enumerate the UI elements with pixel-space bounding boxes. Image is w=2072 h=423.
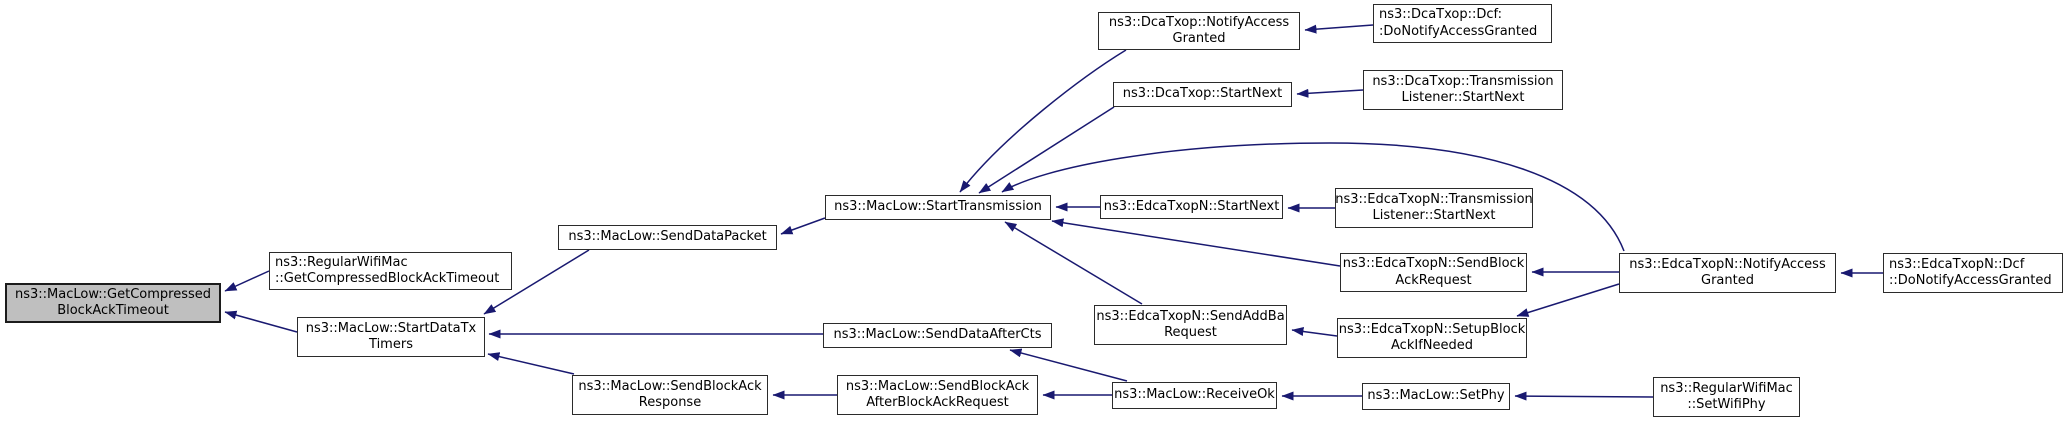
node-maclow-send-block-ack-response[interactable]: ns3::MacLow::SendBlockAck Response bbox=[572, 375, 768, 415]
node-maclow-set-phy[interactable]: ns3::MacLow::SetPhy bbox=[1362, 383, 1510, 410]
edge-dcatxop-dcf-do-notify-access-granted--to--dcatxop-notify-access-granted bbox=[1304, 24, 1374, 34]
edge-maclow-start-transmission--to--maclow-send-data-packet bbox=[780, 217, 826, 235]
node-dcatxop-transmission-listener-start-next[interactable]: ns3::DcaTxop::Transmission Listener::Sta… bbox=[1363, 70, 1563, 110]
edge-edcatxopn-notify-access-granted--to--maclow-start-transmission bbox=[1001, 142, 1625, 252]
edge-maclow-receive-ok--to--maclow-send-data-after-cts bbox=[1009, 348, 1128, 382]
edge-regularwifimac-set-wifi-phy--to--maclow-set-phy bbox=[1514, 391, 1654, 401]
edge-edcatxopn-setup-block-ack-if-needed--to--edcatxopn-send-add-ba-request bbox=[1291, 327, 1338, 337]
node-regularwifimac-get-compressed-block-ack-timeout[interactable]: ns3::RegularWifiMac ::GetCompressedBlock… bbox=[269, 252, 512, 290]
node-edcatxopn-start-next[interactable]: ns3::EdcaTxopN::StartNext bbox=[1100, 195, 1283, 219]
node-maclow-send-block-ack-after-block-ack-request[interactable]: ns3::MacLow::SendBlockAck AfterBlockAckR… bbox=[837, 375, 1038, 415]
node-edcatxopn-dcf-do-notify-access-granted[interactable]: ns3::EdcaTxopN::Dcf ::DoNotifyAccessGran… bbox=[1883, 253, 2063, 293]
node-edcatxopn-notify-access-granted[interactable]: ns3::EdcaTxopN::NotifyAccess Granted bbox=[1619, 253, 1836, 293]
edge-group bbox=[224, 24, 1883, 401]
node-maclow-start-transmission[interactable]: ns3::MacLow::StartTransmission bbox=[825, 195, 1051, 220]
node-edcatxopn-transmission-listener-start-next[interactable]: ns3::EdcaTxopN::Transmission Listener::S… bbox=[1335, 188, 1533, 228]
node-dcatxop-notify-access-granted[interactable]: ns3::DcaTxop::NotifyAccess Granted bbox=[1098, 12, 1300, 50]
node-dcatxop-start-next[interactable]: ns3::DcaTxop::StartNext bbox=[1113, 82, 1292, 107]
edge-regularwifimac-get-compressed-block-ack-timeout--to--maclow-get-compressed-block-ack-timeout bbox=[224, 270, 270, 292]
node-edcatxopn-setup-block-ack-if-needed[interactable]: ns3::EdcaTxopN::SetupBlock AckIfNeeded bbox=[1337, 318, 1527, 358]
edge-dcatxop-transmission-listener-start-next--to--dcatxop-start-next bbox=[1296, 88, 1364, 98]
edge-dcatxop-notify-access-granted--to--maclow-start-transmission bbox=[959, 49, 1127, 193]
edge-edcatxopn-notify-access-granted--to--edcatxopn-setup-block-ack-if-needed bbox=[1516, 283, 1620, 317]
node-maclow-start-data-tx-timers[interactable]: ns3::MacLow::StartDataTx Timers bbox=[297, 317, 485, 357]
edge-maclow-send-data-packet--to--maclow-start-data-tx-timers bbox=[483, 249, 590, 315]
node-edcatxopn-send-block-ack-request[interactable]: ns3::EdcaTxopN::SendBlock AckRequest bbox=[1340, 253, 1527, 292]
node-edcatxopn-send-add-ba-request[interactable]: ns3::EdcaTxopN::SendAddBa Request bbox=[1094, 305, 1287, 345]
node-maclow-send-data-after-cts[interactable]: ns3::MacLow::SendDataAfterCts bbox=[823, 323, 1052, 348]
edge-dcatxop-start-next--to--maclow-start-transmission bbox=[978, 106, 1115, 194]
edge-edcatxopn-send-block-ack-request--to--maclow-start-transmission bbox=[1051, 218, 1341, 267]
node-maclow-receive-ok[interactable]: ns3::MacLow::ReceiveOk bbox=[1112, 382, 1277, 409]
edge-maclow-start-data-tx-timers--to--maclow-get-compressed-block-ack-timeout bbox=[224, 310, 298, 333]
node-maclow-get-compressed-block-ack-timeout: ns3::MacLow::GetCompressed BlockAckTimeo… bbox=[5, 283, 221, 323]
node-maclow-send-data-packet[interactable]: ns3::MacLow::SendDataPacket bbox=[558, 225, 777, 250]
edge-edcatxopn-send-add-ba-request--to--maclow-start-transmission bbox=[1004, 221, 1143, 305]
node-regularwifimac-set-wifi-phy[interactable]: ns3::RegularWifiMac ::SetWifiPhy bbox=[1653, 377, 1800, 417]
edge-maclow-send-block-ack-response--to--maclow-start-data-tx-timers bbox=[487, 352, 575, 375]
node-dcatxop-dcf-do-notify-access-granted[interactable]: ns3::DcaTxop::Dcf: :DoNotifyAccessGrante… bbox=[1373, 4, 1552, 43]
